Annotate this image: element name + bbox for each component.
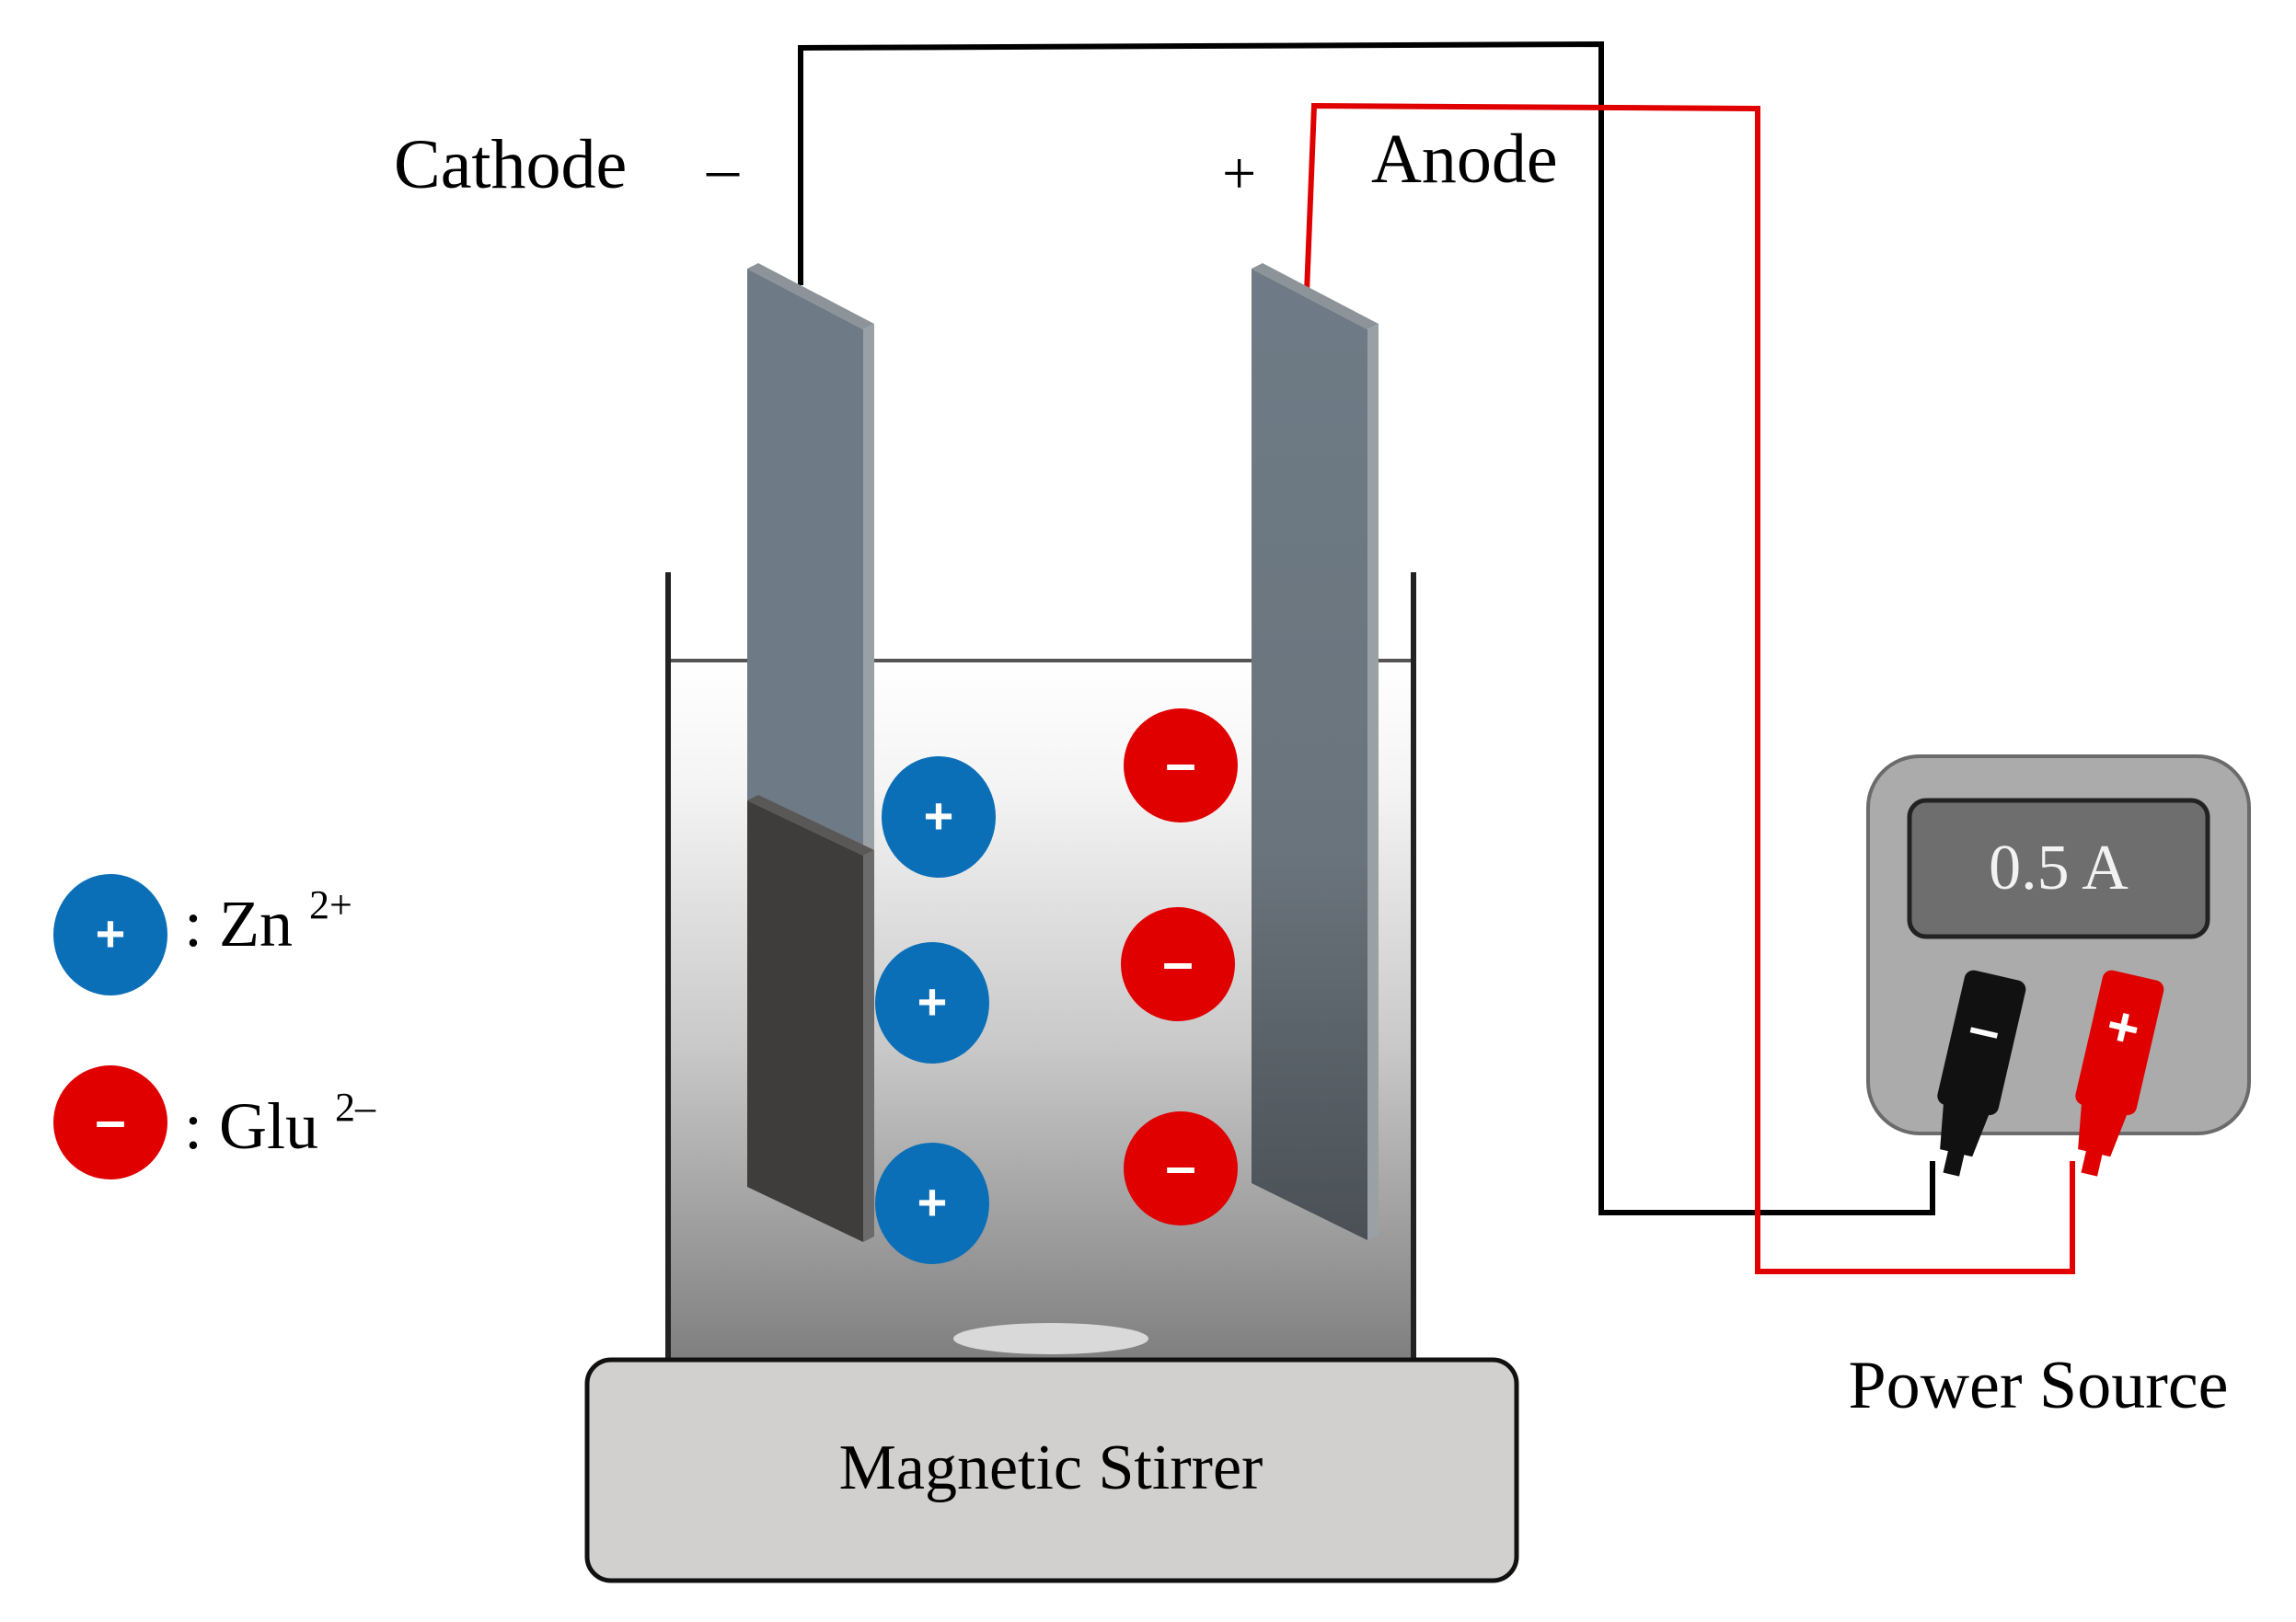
anode-sign: + <box>1222 140 1256 207</box>
stirrer-label: Magnetic Stirrer <box>839 1432 1263 1503</box>
legend-cation-charge: 2+ <box>309 882 352 927</box>
svg-text:–: – <box>1165 732 1195 794</box>
anode-label: Anode <box>1371 121 1558 198</box>
svg-text:+: + <box>924 787 954 845</box>
positive-terminal-probe: + <box>2075 970 2164 1177</box>
cation-ions: + + + <box>875 756 996 1264</box>
svg-text:+: + <box>917 972 948 1030</box>
legend-anion: – : Glu 2– <box>53 1065 376 1179</box>
legend: + : Zn 2+ – : Glu 2– <box>53 874 376 1179</box>
anion-ion: – <box>1124 708 1238 823</box>
svg-text:: Zn 2+: : Zn 2+ <box>184 882 352 961</box>
cathode-electrode <box>747 263 874 1242</box>
current-readout: 0.5 A <box>1989 833 2129 903</box>
legend-cation-label: : Zn <box>184 887 293 961</box>
anode-electrode <box>1252 263 1379 1240</box>
negative-wire <box>798 40 1935 1215</box>
legend-anion-label: : Glu <box>184 1089 318 1163</box>
anion-ion: – <box>1121 907 1235 1021</box>
magnetic-stirrer: Magnetic Stirrer <box>584 1357 1519 1583</box>
current-display <box>1907 798 2210 939</box>
positive-wire <box>1304 102 2075 1274</box>
svg-text:+: + <box>917 1173 948 1231</box>
zinc-coating <box>747 800 863 1242</box>
cathode-sign: – <box>706 133 740 204</box>
cation-ion: + <box>882 756 996 878</box>
svg-text:+: + <box>96 904 126 962</box>
stir-bar <box>953 1323 1148 1354</box>
legend-cation: + : Zn 2+ <box>53 874 352 995</box>
anion-ion: – <box>1124 1111 1238 1225</box>
cation-ion: + <box>875 1143 989 1264</box>
svg-text:–: – <box>1162 931 1193 993</box>
cation-ion: + <box>875 942 989 1064</box>
svg-text:: Glu 2–: : Glu 2– <box>184 1085 376 1163</box>
cathode-label: Cathode <box>394 126 627 203</box>
anion-ions: – – – <box>1121 708 1238 1225</box>
power-source-label: Power Source <box>1848 1348 2228 1423</box>
svg-text:–: – <box>95 1089 125 1151</box>
negative-terminal-probe: – <box>1937 970 2026 1177</box>
legend-anion-charge: 2– <box>335 1085 376 1130</box>
svg-text:–: – <box>1165 1135 1195 1197</box>
power-source: 0.5 A – + <box>1866 754 2251 1177</box>
